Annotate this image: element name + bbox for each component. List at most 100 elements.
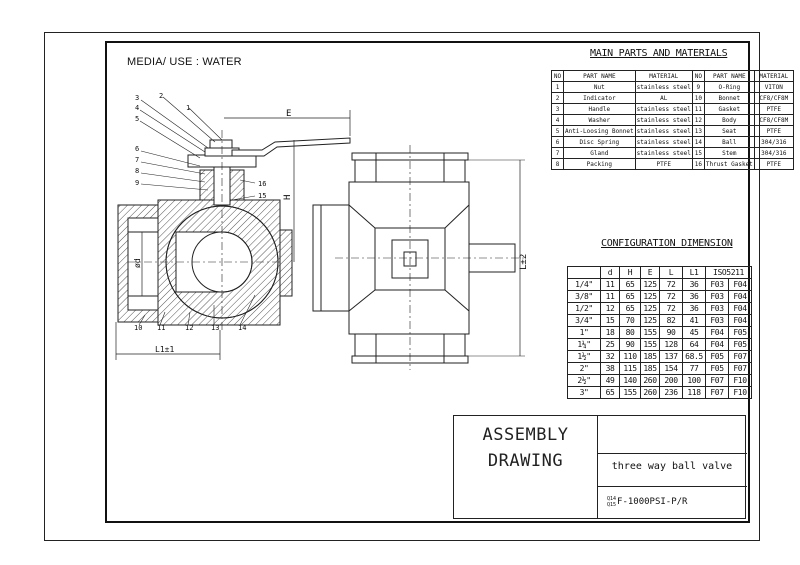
table-cell: 90 xyxy=(619,338,641,351)
table-cell: 72 xyxy=(659,278,683,291)
table-cell: 70 xyxy=(619,314,641,327)
table-cell: stainless steel xyxy=(634,81,693,93)
table-cell: 304/316 xyxy=(753,147,794,159)
title-block: ASSEMBLY DRAWING three way ball valve Q1… xyxy=(453,415,747,519)
table-cell: F07 xyxy=(705,386,729,399)
table-cell: 155 xyxy=(619,386,641,399)
table-cell: 3/8" xyxy=(567,290,601,303)
table-cell: 12 xyxy=(600,302,620,315)
table-cell: Anti-Loosing Bonnet xyxy=(563,125,636,137)
table-cell: 1¼" xyxy=(567,338,601,351)
callout-16: 16 xyxy=(258,180,266,188)
table-cell: PART NAME xyxy=(703,70,755,82)
table-cell: PTFE xyxy=(753,125,794,137)
table-cell: 90 xyxy=(659,326,683,339)
table-cell: stainless steel xyxy=(634,103,693,115)
table-cell: NO xyxy=(691,70,705,82)
table-cell: F05 xyxy=(728,326,752,339)
table-cell: 32 xyxy=(600,350,620,363)
table-cell: 3 xyxy=(551,103,564,115)
callout-5: 5 xyxy=(135,115,139,123)
table-cell: 14 xyxy=(691,136,705,148)
callout-10: 10 xyxy=(134,324,142,332)
dim-l1-label: L1±1 xyxy=(155,345,174,354)
callout-14: 14 xyxy=(238,324,246,332)
table-cell: 128 xyxy=(659,338,683,351)
table-cell: 115 xyxy=(619,362,641,375)
table-cell: 10 xyxy=(691,92,705,104)
table-cell: 2" xyxy=(567,362,601,375)
table-cell: F04 xyxy=(728,290,752,303)
dim-h-label: H xyxy=(283,195,293,200)
table-cell: 49 xyxy=(600,374,620,387)
table-cell: 82 xyxy=(659,314,683,327)
table-cell: F03 xyxy=(705,314,729,327)
table-cell: 125 xyxy=(640,278,660,291)
table-cell: NO xyxy=(551,70,564,82)
table-cell: 260 xyxy=(640,386,660,399)
assembly-drawing-title: ASSEMBLY DRAWING xyxy=(482,425,569,471)
table-cell: 5 xyxy=(551,125,564,137)
callout-9: 9 xyxy=(135,179,139,187)
table-cell: 18 xyxy=(600,326,620,339)
callout-1: 1 xyxy=(186,104,190,112)
table-cell: AL xyxy=(634,92,693,104)
product-code: Q14 Q15 F-1000PSI-P/R xyxy=(607,496,688,508)
table-cell: Gland xyxy=(563,147,636,159)
callout-6: 6 xyxy=(135,145,139,153)
table-cell: Stem xyxy=(703,147,755,159)
top-view xyxy=(312,145,525,370)
dim-l-label: L±2 xyxy=(519,254,529,270)
table-cell: Washer xyxy=(563,114,636,126)
table-cell: 125 xyxy=(640,314,660,327)
table-cell: d xyxy=(600,266,620,279)
table-cell: 7 xyxy=(551,147,564,159)
table-cell: 65 xyxy=(619,302,641,315)
table-cell: F07 xyxy=(728,350,752,363)
table-cell: F05 xyxy=(705,362,729,375)
table-cell: F03 xyxy=(705,302,729,315)
table-cell: F04 xyxy=(728,278,752,291)
table-cell: 1/2" xyxy=(567,302,601,315)
table-cell: CF8/CF8M xyxy=(753,92,794,104)
table-cell: F10 xyxy=(728,374,752,387)
table-cell: Body xyxy=(703,114,755,126)
table-cell: 64 xyxy=(682,338,706,351)
table-cell: 11 xyxy=(600,290,620,303)
section-view xyxy=(115,96,351,360)
table-cell: 125 xyxy=(640,290,660,303)
table-cell: Seat xyxy=(703,125,755,137)
table-cell: F05 xyxy=(728,338,752,351)
media-label: MEDIA/ USE : WATER xyxy=(127,56,242,68)
table-cell: 13 xyxy=(691,125,705,137)
table-cell: PTFE xyxy=(753,103,794,115)
table-cell: 260 xyxy=(640,374,660,387)
table-cell: 72 xyxy=(659,290,683,303)
table-cell: Handle xyxy=(563,103,636,115)
table-cell: 68.5 xyxy=(682,350,706,363)
table-cell: 41 xyxy=(682,314,706,327)
table-cell: 9 xyxy=(691,81,705,93)
table-cell: Disc Spring xyxy=(563,136,636,148)
table-cell: 77 xyxy=(682,362,706,375)
table-cell: 25 xyxy=(600,338,620,351)
table-cell: PTFE xyxy=(753,158,794,170)
table-cell: 3" xyxy=(567,386,601,399)
table-cell: stainless steel xyxy=(634,125,693,137)
table-cell: 154 xyxy=(659,362,683,375)
table-cell: 1" xyxy=(567,326,601,339)
table-cell: 1/4" xyxy=(567,278,601,291)
table-cell: 65 xyxy=(619,278,641,291)
table-cell: 155 xyxy=(640,338,660,351)
table-cell: VITON xyxy=(753,81,794,93)
table-cell: CF8/CF8M xyxy=(753,114,794,126)
